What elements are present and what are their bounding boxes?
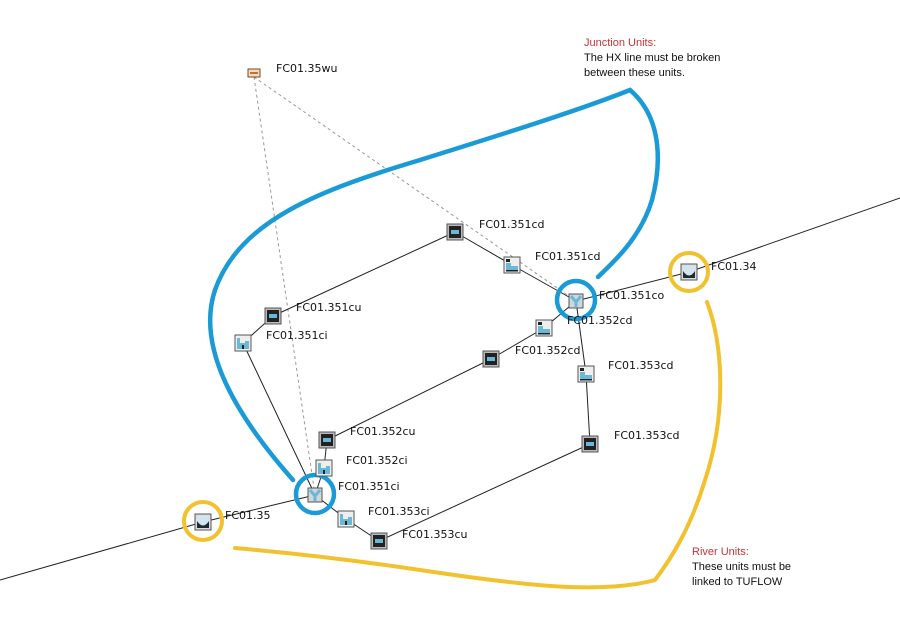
- unit-section-s353cd[interactable]: FC01.353cd: [577, 359, 674, 383]
- section-unit-icon: [535, 319, 553, 337]
- conduit-unit-icon: [482, 350, 500, 368]
- unit-conduit-c352cu[interactable]: FC01.352cu: [318, 425, 416, 449]
- conduit-unit-icon: [318, 431, 336, 449]
- dashed-link: [253, 76, 577, 302]
- link: [242, 342, 316, 496]
- unit-label: FC01.351cd: [535, 250, 601, 263]
- junction-note-line: The HX line must be broken: [584, 52, 721, 64]
- link: [326, 358, 492, 441]
- unit-label: FC01.352cd: [567, 314, 633, 327]
- junction-units-note: Junction Units: The HX line must be brok…: [584, 36, 720, 81]
- unit-label: FC01.351cd: [479, 218, 545, 231]
- junction-note-title: Junction Units:: [584, 37, 657, 49]
- conduit-unit-icon: [370, 532, 388, 550]
- unit-river-r35[interactable]: FC01.35: [194, 509, 271, 531]
- junction-annotation-curve: [207, 87, 661, 483]
- river-note-line: These units must be: [692, 561, 792, 573]
- interpolate-unit-icon: [315, 459, 333, 477]
- river-unit-icon: [194, 513, 212, 531]
- unit-interpolate-i353ci[interactable]: FC01.353ci: [337, 505, 430, 528]
- unit-label: FC01.351co: [599, 289, 665, 302]
- link: [490, 327, 545, 360]
- interpolate-unit-icon: [337, 510, 355, 528]
- annotations: [182, 87, 723, 590]
- unit-weir-wu[interactable]: FC01.35wu: [247, 62, 337, 78]
- river-note-title: River Units:: [692, 546, 749, 558]
- unit-conduit-c352cd[interactable]: FC01.352cd: [482, 344, 581, 368]
- unit-conduit-c351cu[interactable]: FC01.351cu: [264, 301, 362, 325]
- unit-label: FC01.353cu: [402, 528, 468, 541]
- junction-note-line: between these units.: [584, 67, 685, 79]
- river-highlight-34: [668, 251, 710, 293]
- river-note-line: linked to TUFLOW: [692, 576, 783, 588]
- unit-junction-j351ci[interactable]: FC01.351ci: [307, 480, 400, 503]
- conduit-unit-icon: [264, 307, 282, 325]
- junction-unit-icon: [568, 293, 584, 309]
- river-unit-icon: [680, 263, 698, 281]
- river-line-downstream: [0, 521, 204, 581]
- unit-river-r34[interactable]: FC01.34: [680, 260, 757, 281]
- link: [272, 231, 456, 317]
- unit-interpolate-i352ci[interactable]: FC01.352ci: [315, 454, 408, 477]
- river-units-note: River Units: These units must be linked …: [692, 545, 791, 590]
- river-line-upstream: [688, 197, 900, 273]
- river-highlight-35: [182, 500, 224, 542]
- section-unit-icon: [503, 256, 521, 274]
- unit-label: FC01.35wu: [276, 62, 337, 75]
- unit-label: FC01.351ci: [266, 329, 328, 342]
- river-annotation-curve: [233, 300, 723, 590]
- link: [585, 373, 591, 445]
- conduit-unit-icon: [446, 223, 464, 241]
- unit-interpolate-i351ci[interactable]: FC01.351ci: [234, 329, 328, 352]
- unit-conduit-c353cu[interactable]: FC01.353cu: [370, 528, 468, 550]
- unit-section-s352cd[interactable]: FC01.352cd: [535, 314, 633, 337]
- unit-label: FC01.352cu: [350, 425, 416, 438]
- unit-label: FC01.34: [711, 260, 757, 273]
- unit-label: FC01.352ci: [346, 454, 408, 467]
- link: [511, 264, 577, 302]
- unit-label: FC01.351cu: [296, 301, 362, 314]
- junction-unit-icon: [307, 487, 323, 503]
- unit-conduit-c353cd[interactable]: FC01.353cd: [581, 429, 680, 453]
- unit-label: FC01.35: [225, 509, 271, 522]
- interpolate-unit-icon: [234, 334, 252, 352]
- unit-section-s351cd[interactable]: FC01.351cd: [503, 250, 601, 274]
- section-unit-icon: [577, 365, 595, 383]
- links: [202, 231, 690, 542]
- conduit-unit-icon: [581, 435, 599, 453]
- unit-label: FC01.353cd: [608, 359, 674, 372]
- unit-label: FC01.352cd: [515, 344, 581, 357]
- junction-highlight-351co: [554, 278, 598, 322]
- unit-label: FC01.353cd: [614, 429, 680, 442]
- river-reach-lines: [0, 197, 900, 581]
- link: [378, 443, 591, 542]
- dashed-links: [253, 76, 577, 496]
- unit-conduit-c351cd[interactable]: FC01.351cd: [446, 218, 545, 241]
- unit-label: FC01.351ci: [338, 480, 400, 493]
- junction-highlight-351ci: [293, 472, 337, 516]
- units: FC01.35wuFC01.351cdFC01.351cdFC01.351coF…: [194, 62, 757, 550]
- weir-unit-icon: [247, 68, 261, 78]
- link: [575, 300, 587, 375]
- link: [454, 231, 513, 266]
- unit-junction-j351co[interactable]: FC01.351co: [568, 289, 665, 309]
- unit-label: FC01.353ci: [368, 505, 430, 518]
- dashed-link: [253, 76, 316, 496]
